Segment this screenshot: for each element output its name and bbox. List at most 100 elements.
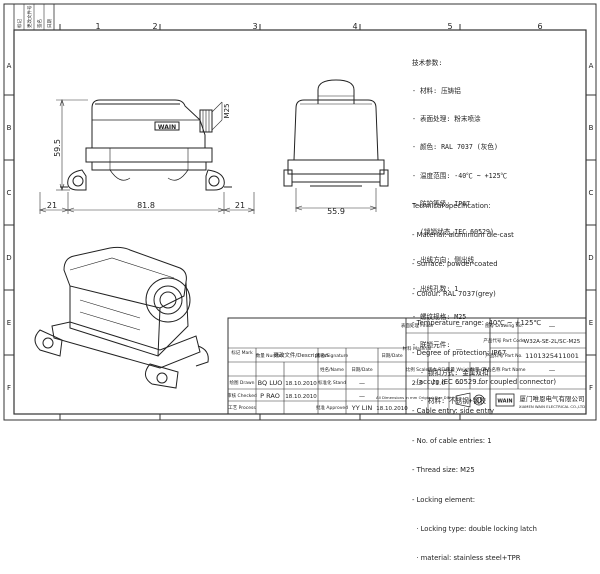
company-logo: WAIN 厦门唯恩电气有限公司 XIAMEN WAIN ELECTRICAL C… xyxy=(495,393,585,409)
part-code-label: 产品代号 Part Code xyxy=(483,337,524,344)
scale-label: 比例 Scale xyxy=(406,366,429,373)
drawing-sheet: 1 2 3 4 5 6 A B C D E F A B C D E F 标记 xyxy=(3,3,597,562)
specs-en-item: · material: stainless steel+TPR xyxy=(412,554,521,563)
qty-label: 数量 Qty. xyxy=(470,366,489,373)
dim-mid: 81.8 xyxy=(137,201,155,210)
thread-label: M25 xyxy=(223,104,231,119)
title-block-lines xyxy=(227,317,587,415)
specs-en-item: - No. of cable entries: 1 xyxy=(412,436,492,445)
rev-hdr-desc: 更改文件/Description xyxy=(273,351,329,359)
projection-symbol xyxy=(455,392,485,408)
checked-date: 18.10.2010 xyxy=(285,394,317,400)
row-letter: D xyxy=(588,254,593,262)
approved-label: 批准 Approved xyxy=(316,404,348,411)
row-letter: A xyxy=(589,62,594,70)
side-table-label: 标记 xyxy=(16,19,23,28)
specs-en-item: - Locking element: xyxy=(412,495,476,504)
col-number: 4 xyxy=(352,22,357,31)
approval-rows: 绘图 Drawn BQ LUO 18.10.2010 标准化 Stand — 审… xyxy=(227,366,408,412)
rev-header: 标记 Mark 数量 Number 更改文件/Description 签名/Si… xyxy=(231,349,403,359)
col-number: 1 xyxy=(95,22,100,31)
col-number: 3 xyxy=(252,22,257,31)
technical-drawing: 1 2 3 4 5 6 A B C D E F A B C D E F 标记 xyxy=(3,3,597,421)
process-label: 工艺 Process xyxy=(228,405,256,411)
outer-border xyxy=(3,3,597,421)
date-hdr: 日期/Date xyxy=(351,367,373,373)
rev-hdr-mark: 标记 Mark xyxy=(231,349,253,356)
row-letter: F xyxy=(589,384,593,392)
drawn-label: 绘图 Drawn xyxy=(229,379,254,386)
specs-zh-item: - 出线方向: 侧出线 xyxy=(412,256,475,265)
company-name-en: XIAMEN WAIN ELECTRICAL CO.,LTD xyxy=(519,404,585,409)
row-letter: C xyxy=(589,189,594,197)
dim-right: 21 xyxy=(235,201,245,210)
qty-value: — xyxy=(477,379,484,387)
title-mid: 表面处理 Finish — 材料 Material — 比例 Scale 版本 … xyxy=(376,322,490,400)
company-name-zh: 厦门唯恩电气有限公司 xyxy=(520,394,585,403)
dim-width: 55.9 xyxy=(327,207,345,216)
material-value: — xyxy=(456,345,463,353)
specs-en-item: - Cable entry: side entry xyxy=(412,407,495,416)
finish-value: — xyxy=(456,322,463,330)
rev-value: V1.0 xyxy=(431,379,446,387)
specs-en-item: - Temperature range: -40℃ ~ +125℃ xyxy=(412,319,542,328)
finish-label: 表面处理 Finish xyxy=(401,322,433,329)
specs-en-item: - Degree of protection: IP67 xyxy=(412,348,507,357)
row-letter: A xyxy=(7,62,12,70)
row-letter: B xyxy=(589,124,594,132)
specs-en-item: - Colour: RAL 7037(grey) xyxy=(412,289,496,298)
part-no-value: 1101325411001 xyxy=(525,352,579,360)
row-letter: B xyxy=(7,124,12,132)
col-number: 2 xyxy=(152,22,157,31)
checked-name: P RAO xyxy=(260,392,280,400)
approved-date: 18.10.2010 xyxy=(376,406,408,412)
front-dimensions xyxy=(39,99,255,214)
specs-zh-item: (锁锁状态,IEC 60529) xyxy=(412,228,494,237)
row-letter: C xyxy=(7,189,12,197)
rev-hdr-num: 数量 Number xyxy=(256,352,285,359)
dim-left: 21 xyxy=(47,201,57,210)
row-letter: E xyxy=(589,319,593,327)
isometric-view xyxy=(34,246,209,389)
title-right: 图号 Drawing No. — 产品代号 Part Code W32A-SE-… xyxy=(482,322,580,374)
specs-zh-item: - 联锁元件: xyxy=(412,341,451,349)
weight-value: — xyxy=(456,379,463,387)
col-number: 6 xyxy=(537,22,542,31)
dim-height: 59.5 xyxy=(53,139,62,157)
part-no-label: 产品料号 Part No. xyxy=(485,352,522,359)
dims-note: All Dimensions in mm Original Size DIN A… xyxy=(376,395,459,400)
drawing-no-value: — xyxy=(549,322,556,330)
specs-en: Technical specification: - Material: alu… xyxy=(412,182,586,574)
drawn-name: BQ LUO xyxy=(258,379,283,387)
logo-text: WAIN xyxy=(497,399,512,405)
specs-zh-item: - 温度范围: -40℃ ~ +125℃ xyxy=(412,171,508,180)
side-table-label: 日期 xyxy=(47,19,53,28)
rev-label: 版本 REV. xyxy=(428,366,448,373)
specs-en-item: (acc.to IEC 60529 for coupled connector) xyxy=(412,377,557,386)
drawn-date: 18.10.2010 xyxy=(285,381,317,387)
specs-en-title: Technical specification: xyxy=(412,201,491,210)
specs-zh-item: - 螺纹规格: M25 xyxy=(412,312,467,321)
row-letter: F xyxy=(7,384,11,392)
stand-value: — xyxy=(359,380,365,387)
row-letter: E xyxy=(7,319,11,327)
side-revision-table: 标记 更改文件号 签名 日期 xyxy=(13,3,55,31)
specs-zh-title: 技术参数: xyxy=(412,58,443,67)
checked-label: 审核 Checked xyxy=(227,392,257,399)
material-label: 材料 Material xyxy=(403,345,432,352)
part-name-label: 产品名称 Part Name xyxy=(482,366,525,373)
specs-en-item: - Material: aluminium die-cast xyxy=(412,230,514,239)
drawing-no-label: 图号 Drawing No. xyxy=(485,323,523,329)
rev-hdr-sig: 签名/Signature xyxy=(316,352,348,359)
part-code-value: W32A-SE-2L/SC-M25 xyxy=(524,339,581,345)
specs-zh-item: - 出线孔数: 1 xyxy=(412,284,459,293)
rev-hdr-mark-text: 标记 Mark xyxy=(231,349,253,356)
front-view xyxy=(60,99,232,191)
specs-zh-item: - 材料: 压铸铝 xyxy=(412,87,461,96)
column-markers: 1 2 3 4 5 6 xyxy=(59,22,543,420)
scale-value: 2:3 xyxy=(412,379,422,387)
weight-label: 重量 Weight xyxy=(446,366,472,373)
sig-hdr: 姓名/Name xyxy=(320,366,344,373)
side-view xyxy=(283,79,389,187)
checked-stand-value: — xyxy=(359,393,365,400)
